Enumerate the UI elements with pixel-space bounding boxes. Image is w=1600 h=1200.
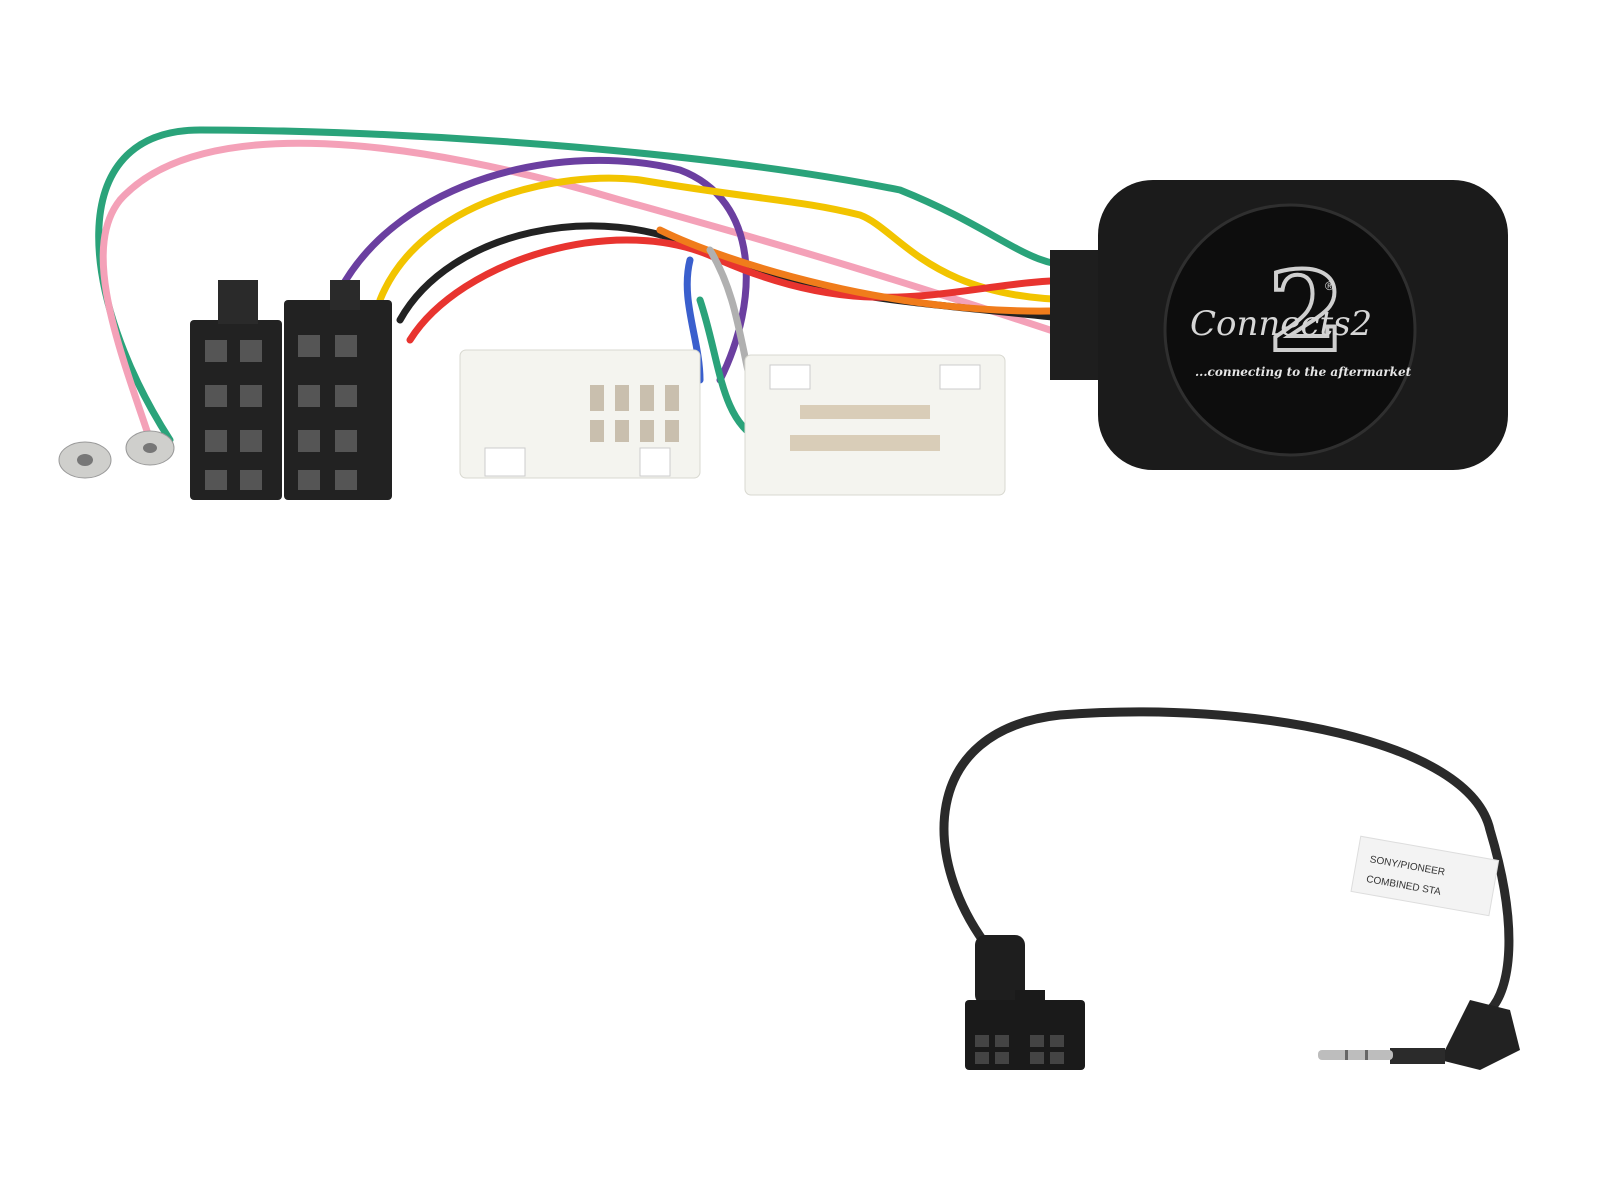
interface-module: 2 Connects2 ® ...connecting to the after… <box>1050 180 1508 470</box>
wire-pink <box>99 139 1084 444</box>
svg-text:2: 2 <box>1268 247 1345 376</box>
oem-connector-2 <box>744 354 1006 496</box>
stalk-lead: SONY/PIONEER COMBINED STA <box>939 707 1520 1070</box>
wire-orange <box>656 226 1084 315</box>
iso-connector-speaker <box>284 280 392 500</box>
wire-purple <box>336 156 750 384</box>
oem-connector-1 <box>459 349 701 479</box>
connects2-logo: 2 Connects2 ® ...connecting to the after… <box>1190 245 1412 379</box>
wire-harness <box>95 126 1084 444</box>
wire-yellow <box>376 174 1084 304</box>
wire-red <box>406 236 1084 344</box>
lead-label: SONY/PIONEER COMBINED STA <box>1350 835 1500 917</box>
logo-registered-mark: ® <box>1325 279 1334 293</box>
multi-pin-plug <box>965 990 1085 1070</box>
logo-tagline: ...connecting to the aftermarket <box>1195 365 1412 379</box>
logo-brand-text: Connects2 <box>1190 304 1372 344</box>
ring-terminals <box>58 430 175 479</box>
jack-plug-3-5mm <box>1318 1000 1520 1070</box>
wire-green <box>95 126 1084 444</box>
iso-connector-power <box>190 280 282 500</box>
